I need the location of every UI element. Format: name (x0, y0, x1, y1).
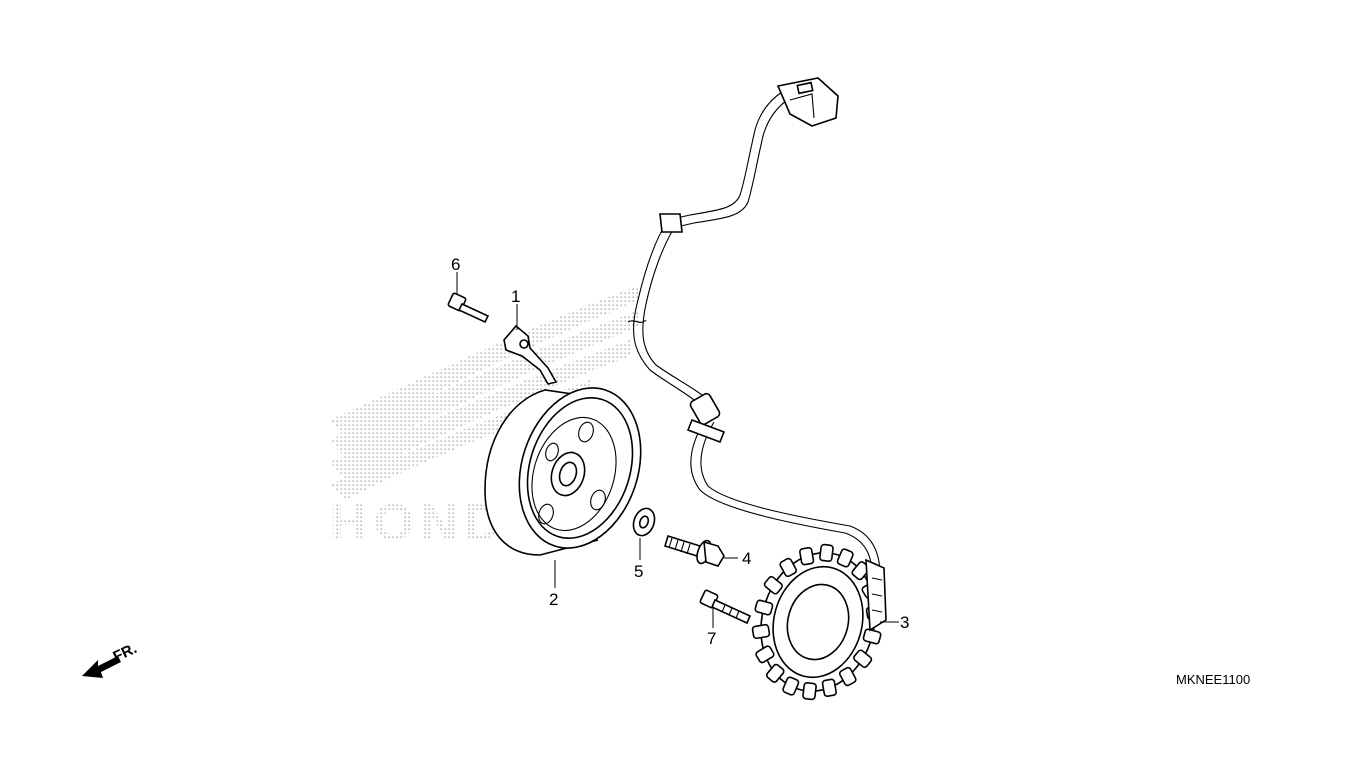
wire-clamp (659, 213, 683, 233)
stator-tooth (751, 623, 771, 640)
leader-lines (456, 272, 899, 628)
stator-tooth (763, 575, 783, 595)
wire-harness (627, 91, 881, 576)
stator-tooth (755, 645, 775, 664)
stator-tooth (765, 663, 785, 683)
stator-tooth (821, 678, 837, 698)
stator-tooth (838, 666, 857, 687)
wire-connector (776, 77, 839, 127)
stator-tooth (862, 628, 882, 645)
front-label: FR. (111, 640, 140, 666)
flywheel-rotor-2 (484, 387, 642, 556)
stator-tooth (779, 557, 798, 578)
wire-grommet (689, 392, 721, 426)
stator-tooth (754, 599, 774, 616)
bolt-7 (699, 589, 752, 625)
stator-tooth (782, 676, 800, 696)
washer-5 (632, 507, 656, 537)
bracket-1 (503, 324, 558, 385)
flange-bolt-4 (664, 534, 725, 567)
diagram-code: MKNEE1100 (1176, 672, 1250, 687)
callout-6: 6 (451, 255, 460, 274)
callout-7: 7 (707, 629, 716, 648)
callout-5: 5 (634, 562, 643, 581)
stator-tooth (853, 649, 873, 669)
arrow-icon (82, 656, 121, 678)
callout-4: 4 (742, 549, 751, 568)
front-direction-arrow: FR. (82, 640, 140, 678)
stator-tooth (799, 546, 815, 566)
honda-wing-watermark: HONDA (330, 285, 640, 552)
stator-tooth (802, 681, 817, 701)
stator-tooth (819, 543, 834, 563)
callout-labels: 6 1 2 3 4 5 7 (451, 255, 909, 648)
stator-tooth (836, 548, 854, 568)
bolt-6 (447, 292, 490, 324)
callout-1: 1 (511, 287, 520, 306)
callout-2: 2 (549, 590, 558, 609)
callout-3: 3 (900, 613, 909, 632)
stator-3 (751, 543, 887, 701)
